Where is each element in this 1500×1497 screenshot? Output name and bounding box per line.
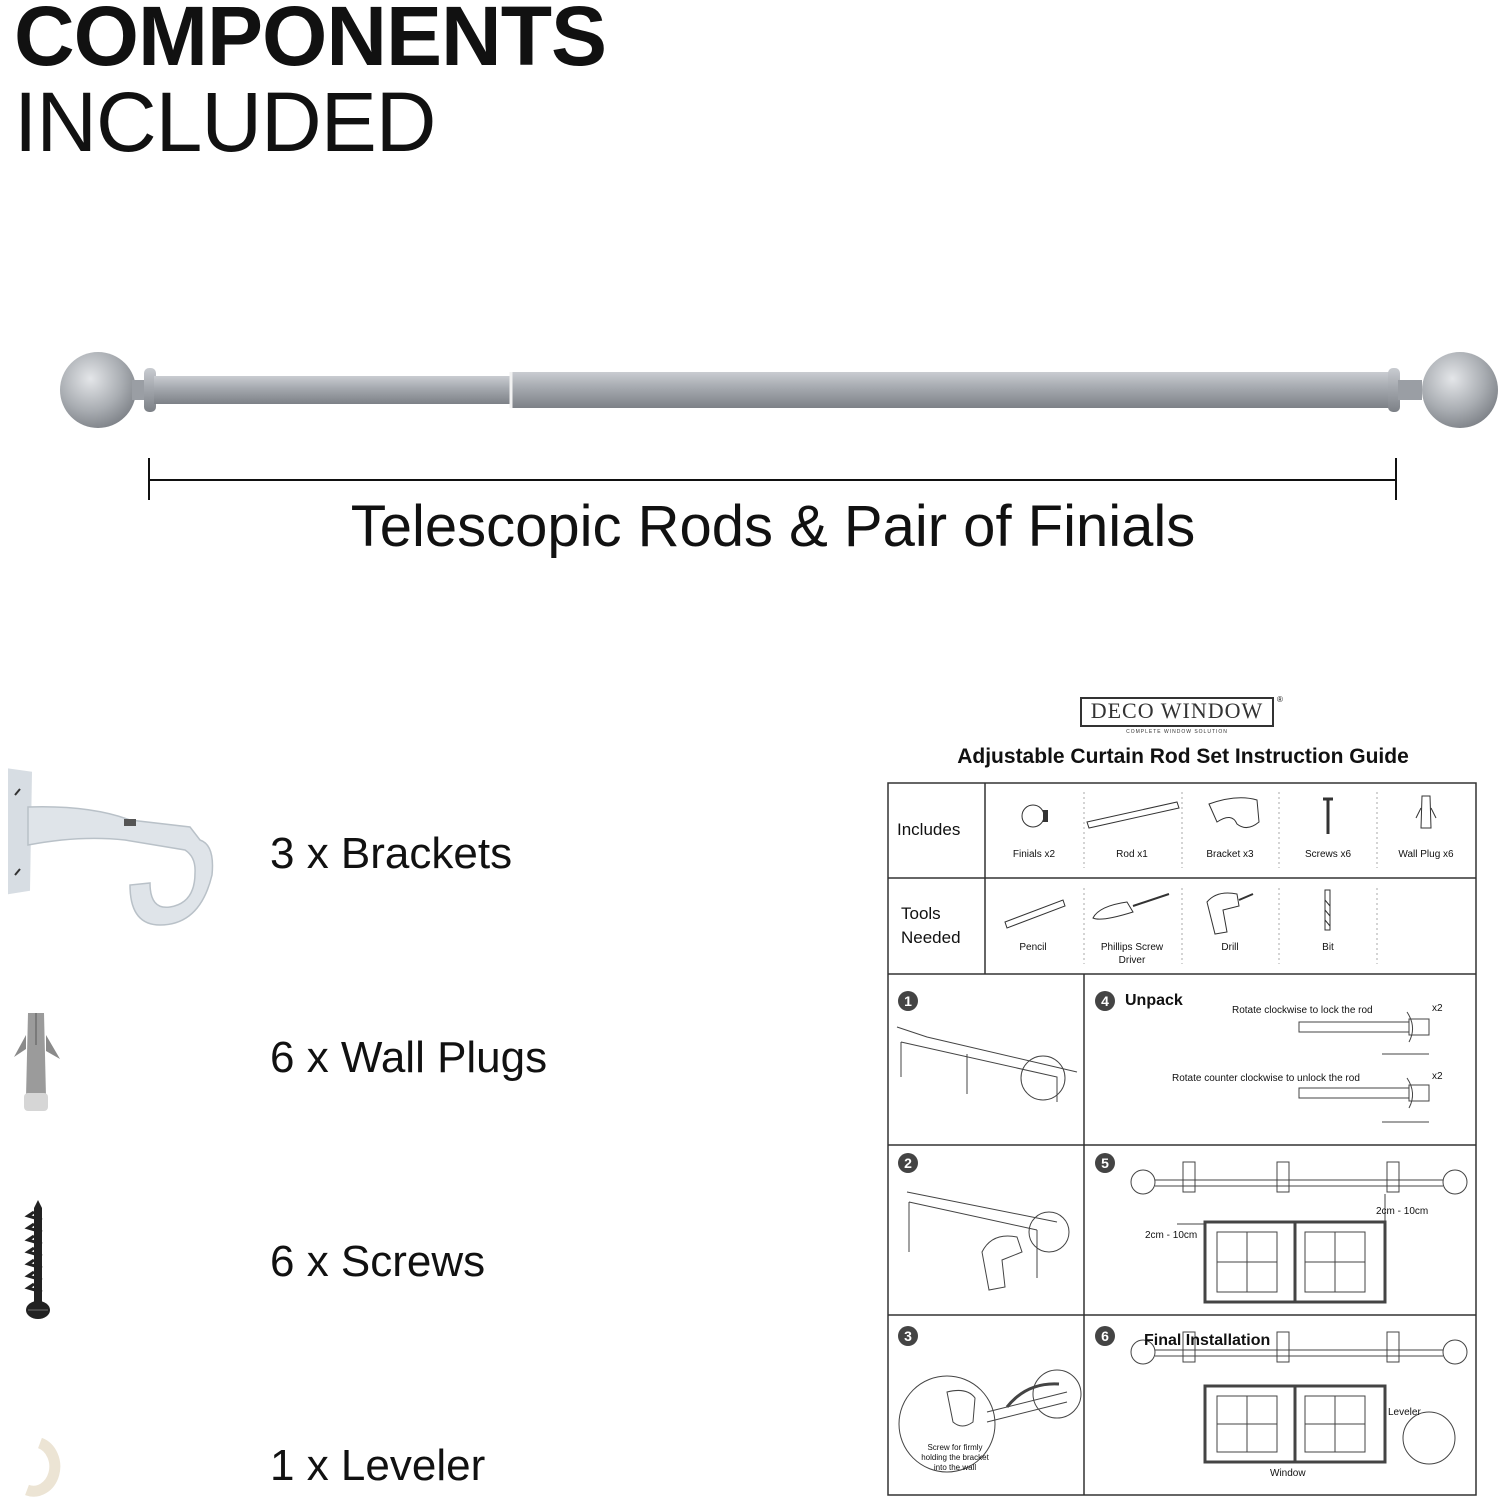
rod-caption: Telescopic Rods & Pair of Finials	[350, 494, 1196, 559]
step-1-badge: 1	[898, 991, 918, 1011]
heading-components: COMPONENTS	[14, 0, 607, 83]
rod-icon	[1086, 801, 1180, 829]
wall-plug-small-icon	[1415, 795, 1437, 829]
lock-instruction: Rotate clockwise to lock the rod	[1232, 1005, 1373, 1016]
screw-icon	[24, 1200, 50, 1319]
instruction-grid	[887, 782, 1477, 1496]
step2-illustration	[906, 1191, 1070, 1291]
include-screws: Screws x6	[1304, 849, 1352, 860]
registered-mark: ®	[1277, 695, 1283, 704]
tool-screwdriver-line2: Driver	[1118, 955, 1146, 966]
bracket-icon	[8, 768, 214, 926]
tool-pencil: Pencil	[1019, 942, 1047, 953]
finial-icon	[1021, 804, 1048, 828]
bit-icon	[1324, 889, 1331, 931]
unlock-count: x2	[1432, 1071, 1443, 1082]
rod-right-finial	[1388, 352, 1498, 428]
step-6-title: Final Installation	[1144, 1332, 1271, 1349]
gap-right-label: 2cm - 10cm	[1376, 1206, 1429, 1217]
pencil-icon	[1004, 899, 1066, 929]
screw-small-icon	[1323, 797, 1333, 834]
include-wall-plug: Wall Plug x6	[1398, 849, 1454, 860]
item-screws: 6 x Screws	[270, 1237, 486, 1286]
tool-screwdriver: Phillips Screw	[1100, 942, 1164, 953]
item-brackets: 3 x Brackets	[270, 829, 513, 878]
include-bracket: Bracket x3	[1206, 849, 1254, 860]
heading-included: INCLUDED	[14, 75, 436, 169]
step-4-badge: 4	[1095, 991, 1115, 1011]
step-3-badge: 3	[898, 1326, 918, 1346]
brand-tagline: COMPLETE WINDOW SOLUTION	[1126, 729, 1228, 735]
guide-title: Adjustable Curtain Rod Set Instruction G…	[957, 745, 1409, 768]
rod-outer-tube	[510, 372, 1390, 408]
includes-label: Includes	[897, 820, 961, 839]
wall-plug-icon	[14, 1013, 60, 1111]
step4-illustration	[1298, 1011, 1430, 1123]
step-5-badge: 5	[1095, 1153, 1115, 1173]
gap-left-label: 2cm - 10cm	[1145, 1230, 1198, 1241]
step3-illustration	[898, 1369, 1082, 1473]
leveler-label: Leveler	[1388, 1407, 1421, 1418]
rod-inner-tube	[154, 376, 510, 404]
include-rod: Rod x1	[1116, 849, 1148, 860]
step5-illustration	[1130, 1161, 1468, 1304]
window-label: Window	[1270, 1468, 1306, 1479]
screw-note-3: into the wall	[933, 1463, 977, 1472]
rod-left-finial	[60, 352, 156, 428]
tool-drill: Drill	[1221, 942, 1239, 953]
include-finials: Finials x2	[1012, 849, 1056, 860]
screw-note-1: Screw for firmly	[927, 1443, 983, 1452]
dimension-line	[148, 458, 1397, 500]
step6-illustration	[1130, 1331, 1468, 1465]
bracket-small-icon	[1208, 797, 1260, 828]
screwdriver-icon	[1092, 893, 1170, 920]
step-4-title: Unpack	[1125, 992, 1183, 1009]
rod-illustration	[60, 352, 1498, 500]
step-6-badge: 6	[1095, 1326, 1115, 1346]
brand-logo: DECO WINDOW	[1080, 697, 1274, 727]
step1-illustration	[896, 1026, 1078, 1102]
screw-note-2: holding the bracket	[921, 1453, 989, 1462]
drill-icon	[1206, 892, 1254, 935]
step-2-badge: 2	[898, 1153, 918, 1173]
tools-label-2: Needed	[901, 928, 961, 947]
lock-count: x2	[1432, 1003, 1443, 1014]
item-wall-plugs: 6 x Wall Plugs	[270, 1033, 548, 1082]
tool-bit: Bit	[1322, 942, 1334, 953]
leveler-icon	[25, 1437, 61, 1497]
item-leveler: 1 x Leveler	[270, 1441, 486, 1490]
tools-label-1: Tools	[901, 904, 941, 923]
unlock-instruction: Rotate counter clockwise to unlock the r…	[1172, 1073, 1360, 1084]
